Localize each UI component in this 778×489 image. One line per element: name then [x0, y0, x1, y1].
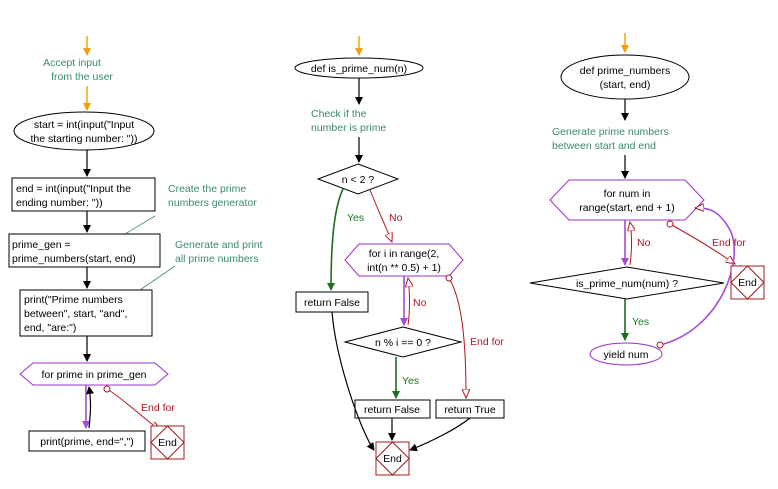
for-i-loop-node [344, 243, 464, 277]
svg-text:prime_gen =: prime_gen = [12, 239, 71, 251]
svg-text:for num in: for num in [604, 188, 651, 200]
left-end-for-label: End for [141, 402, 175, 414]
svg-text:start = int(input("Input: start = int(input("Input [34, 119, 134, 131]
svg-text:def is_prime_num(n): def is_prime_num(n) [311, 63, 407, 75]
prime-gen-node [8, 233, 161, 268]
left-flow: Accept input from the user start = int(i… [8, 36, 263, 460]
end-input-node [11, 177, 156, 212]
note-create-line2: numbers generator [168, 197, 257, 209]
svg-text:print(prime, end=","): print(prime, end=",") [40, 436, 134, 448]
svg-text:yield num: yield num [604, 349, 649, 361]
svg-text:def prime_numbers: def prime_numbers [580, 65, 670, 77]
middle-flow: def is_prime_num(n) Check if the number … [294, 36, 505, 476]
note-accept-line1: Accept input [43, 57, 101, 69]
yes-label-2: Yes [402, 375, 419, 387]
right-end-for-label: End for [712, 237, 746, 249]
svg-text:End: End [383, 453, 402, 465]
note-check-line1: Check if the [311, 108, 367, 120]
svg-text:return False: return False [304, 297, 360, 309]
svg-text:(start, end): (start, end) [600, 79, 651, 91]
for-prime-loop-node [19, 362, 169, 386]
n-less-than-2-decision [316, 163, 400, 195]
svg-text:end, "are:"): end, "are:") [24, 322, 76, 334]
svg-text:return True: return True [444, 404, 496, 416]
svg-text:ending number: ")): ending number: ")) [16, 197, 103, 209]
note-generate-line1-right: Generate prime numbers [552, 126, 669, 138]
svg-text:prime_numbers(start, end): prime_numbers(start, end) [12, 253, 136, 265]
no-label-1: No [389, 212, 403, 224]
svg-text:End: End [738, 277, 757, 289]
svg-text:print("Prime numbers: print("Prime numbers [24, 294, 123, 306]
yield-num-node [589, 342, 663, 366]
svg-text:is_prime_num(num) ?: is_prime_num(num) ? [576, 278, 678, 290]
svg-text:int(n ** 0.5) + 1): int(n ** 0.5) + 1) [367, 262, 441, 274]
print-header-node [19, 289, 153, 337]
svg-text:the starting number: ")): the starting number: ")) [30, 133, 137, 145]
note-generate-line2: all prime numbers [175, 253, 258, 265]
note-check-line2: number is prime [311, 122, 386, 134]
n-mod-i-decision [343, 326, 463, 358]
svg-text:for prime in prime_gen: for prime in prime_gen [41, 369, 146, 381]
svg-text:End: End [158, 437, 177, 449]
note-generate-line2-right: between start and end [552, 140, 656, 152]
yes-label-1: Yes [347, 212, 364, 224]
svg-text:for i in range(2,: for i in range(2, [369, 248, 440, 260]
no-label-2: No [413, 297, 427, 309]
for-num-loop-node [549, 179, 705, 221]
right-flow: def prime_numbers (start, end) Generate … [529, 33, 765, 366]
print-prime-node [28, 430, 146, 452]
def-prime-numbers-node [560, 54, 690, 100]
svg-text:between", start, "and",: between", start, "and", [24, 308, 127, 320]
svg-text:range(start, end + 1): range(start, end + 1) [579, 202, 674, 214]
svg-text:n % i == 0 ?: n % i == 0 ? [375, 337, 431, 349]
svg-text:end = int(input("Input the: end = int(input("Input the [16, 183, 131, 195]
note-generate-line1: Generate and print [175, 239, 263, 251]
right-no-label: No [637, 237, 651, 249]
middle-end-for-label: End for [470, 336, 504, 348]
svg-text:return False: return False [364, 404, 420, 416]
svg-text:n < 2 ?: n < 2 ? [342, 174, 375, 186]
right-yes-label: Yes [632, 316, 649, 328]
note-accept-line2: from the user [51, 71, 113, 83]
note-create-line1: Create the prime [168, 183, 246, 195]
start-input-node [13, 111, 155, 151]
